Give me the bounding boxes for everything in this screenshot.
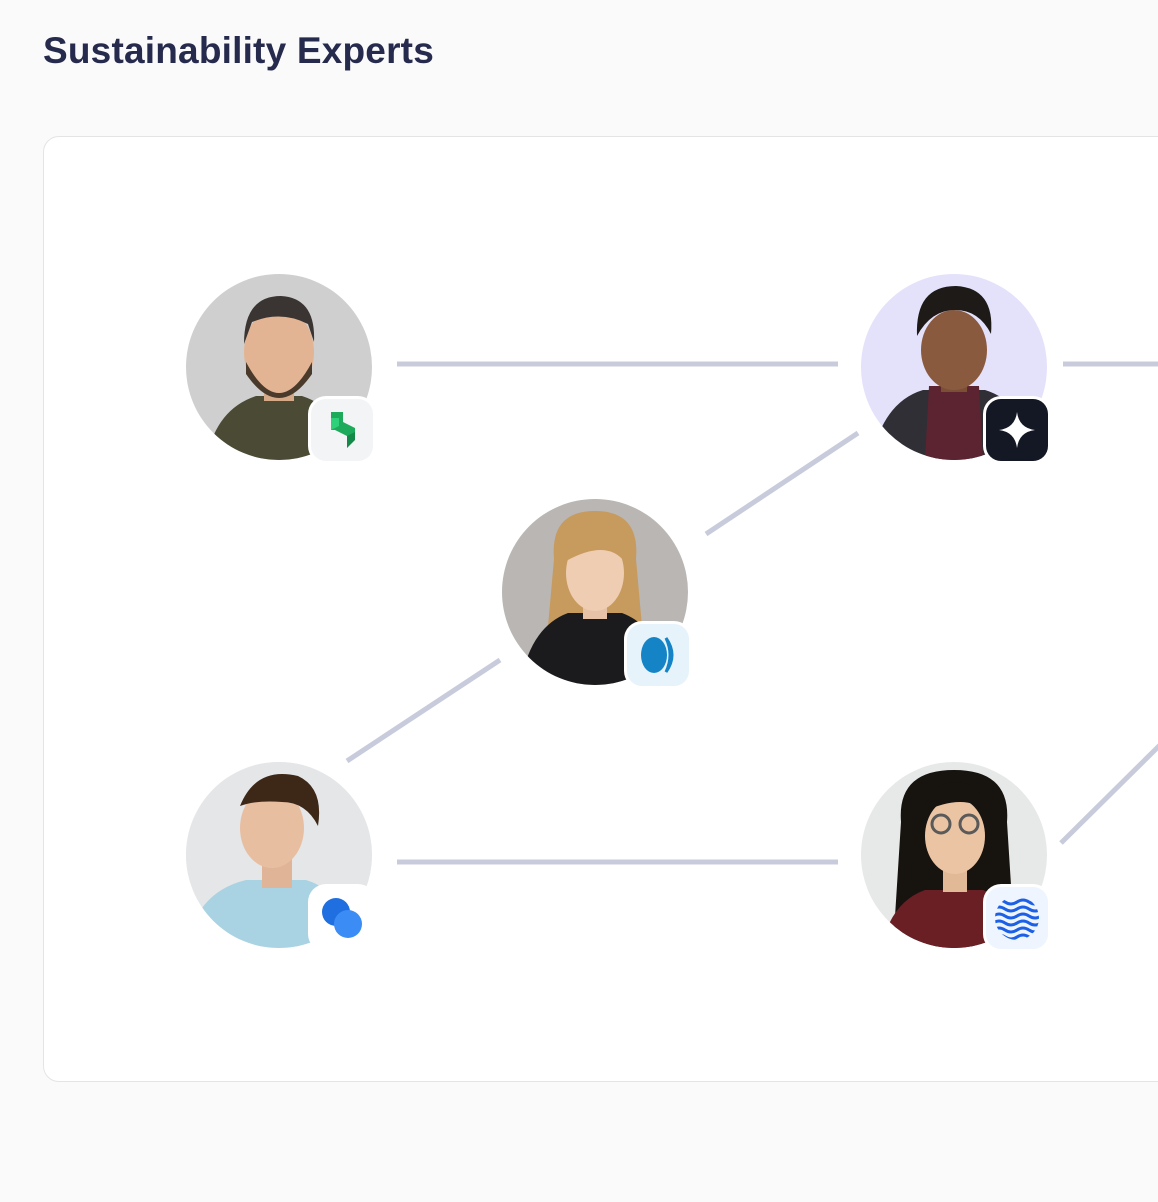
waves-logo-icon bbox=[995, 898, 1039, 940]
sparkle-star-logo-icon bbox=[999, 412, 1035, 448]
overlapping-circles-logo-icon bbox=[322, 898, 362, 938]
expert-node[interactable] bbox=[186, 762, 376, 952]
company-badge bbox=[983, 884, 1051, 952]
company-badge bbox=[308, 396, 376, 464]
expert-node[interactable] bbox=[502, 499, 692, 689]
expert-node[interactable] bbox=[861, 762, 1051, 952]
page-title: Sustainability Experts bbox=[43, 30, 434, 71]
expert-node[interactable] bbox=[861, 274, 1051, 464]
company-badge bbox=[983, 396, 1051, 464]
company-badge bbox=[624, 621, 692, 689]
expert-node[interactable] bbox=[186, 274, 376, 464]
green-bolt-logo-icon bbox=[331, 412, 355, 448]
split-circle-logo-icon bbox=[641, 637, 674, 673]
company-badge bbox=[308, 884, 376, 952]
